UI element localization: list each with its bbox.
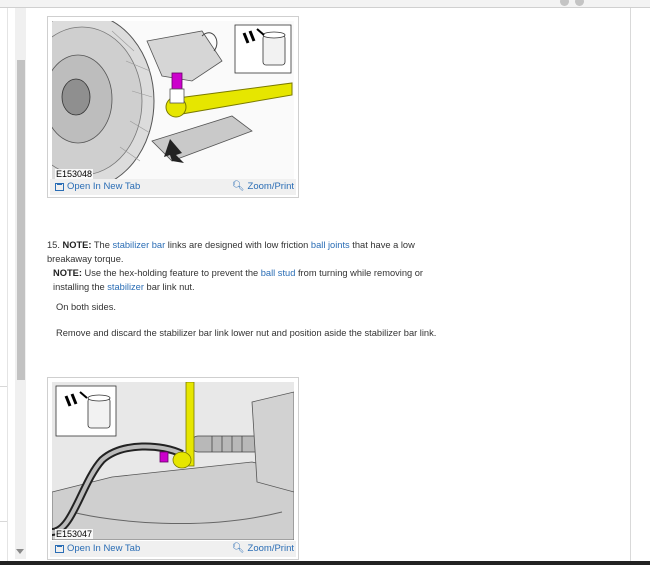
new-tab-icon (55, 182, 64, 191)
open-in-new-tab-link[interactable]: Open In New Tab (55, 543, 140, 554)
note-text: The (91, 240, 113, 250)
note-text: that have a low breakaway torque. (47, 240, 415, 264)
figure-footer: Open In New Tab 🔍︎ Zoom/Print (50, 541, 296, 557)
zoom-print-link[interactable]: 🔍︎ Zoom/Print (232, 543, 294, 554)
divider (0, 386, 7, 387)
figure-footer: Open In New Tab 🔍︎ Zoom/Print (50, 179, 296, 195)
scrollbar-thumb[interactable] (17, 60, 25, 380)
toolbar-icon[interactable] (560, 0, 569, 6)
open-in-new-tab-link[interactable]: Open In New Tab (55, 181, 140, 192)
figure-id: E153048 (55, 169, 94, 179)
figure-id: E153047 (55, 529, 94, 539)
note-text: Use the hex-holding feature to prevent t… (81, 268, 261, 278)
note-text: links are designed with low friction (165, 240, 311, 250)
scroll-down-arrow-icon[interactable] (16, 549, 24, 554)
stabilizer-link-illustration (52, 382, 294, 540)
note-label: NOTE: (53, 268, 82, 278)
zoom-print-label: Zoom/Print (247, 181, 294, 192)
note-2: NOTE: Use the hex-holding feature to pre… (47, 266, 457, 294)
substep-remove-nut: Remove and discard the stabilizer bar li… (56, 328, 437, 338)
content-border (630, 8, 631, 565)
divider (0, 521, 7, 522)
figure-e153048: E153048 Open In New Tab 🔍︎ Zoom/Print (47, 16, 299, 198)
open-in-new-tab-label: Open In New Tab (67, 181, 141, 192)
top-toolbar (0, 0, 650, 8)
magnifier-icon: 🔍︎ (231, 180, 245, 192)
open-in-new-tab-label: Open In New Tab (67, 543, 141, 554)
zoom-print-label: Zoom/Print (247, 543, 294, 554)
ball-stud-link[interactable]: ball stud (260, 268, 296, 278)
substep-both-sides: On both sides. (56, 302, 116, 312)
toolbar-icon[interactable] (575, 0, 584, 6)
figure-e153047: E153047 Open In New Tab 🔍︎ Zoom/Print (47, 377, 299, 560)
ball-joints-link[interactable]: ball joints (310, 240, 350, 250)
note-1: 15. NOTE: The stabilizer bar links are d… (47, 238, 457, 266)
note-label: NOTE: (62, 240, 92, 250)
stabilizer-link[interactable]: stabilizer (107, 282, 144, 292)
note-text: bar link nut. (143, 282, 195, 292)
brake-rotor-illustration (52, 21, 294, 179)
zoom-print-link[interactable]: 🔍︎ Zoom/Print (232, 181, 294, 192)
note-text: from turning while removing or installin… (53, 268, 424, 292)
step-number: 15. (47, 240, 60, 250)
step-15: 15. NOTE: The stabilizer bar links are d… (47, 238, 457, 294)
stabilizer-bar-link[interactable]: stabilizer bar (112, 240, 166, 250)
bottom-bar (0, 561, 650, 565)
magnifier-icon: 🔍︎ (231, 542, 245, 554)
left-panel (0, 8, 8, 565)
new-tab-icon (55, 544, 64, 553)
